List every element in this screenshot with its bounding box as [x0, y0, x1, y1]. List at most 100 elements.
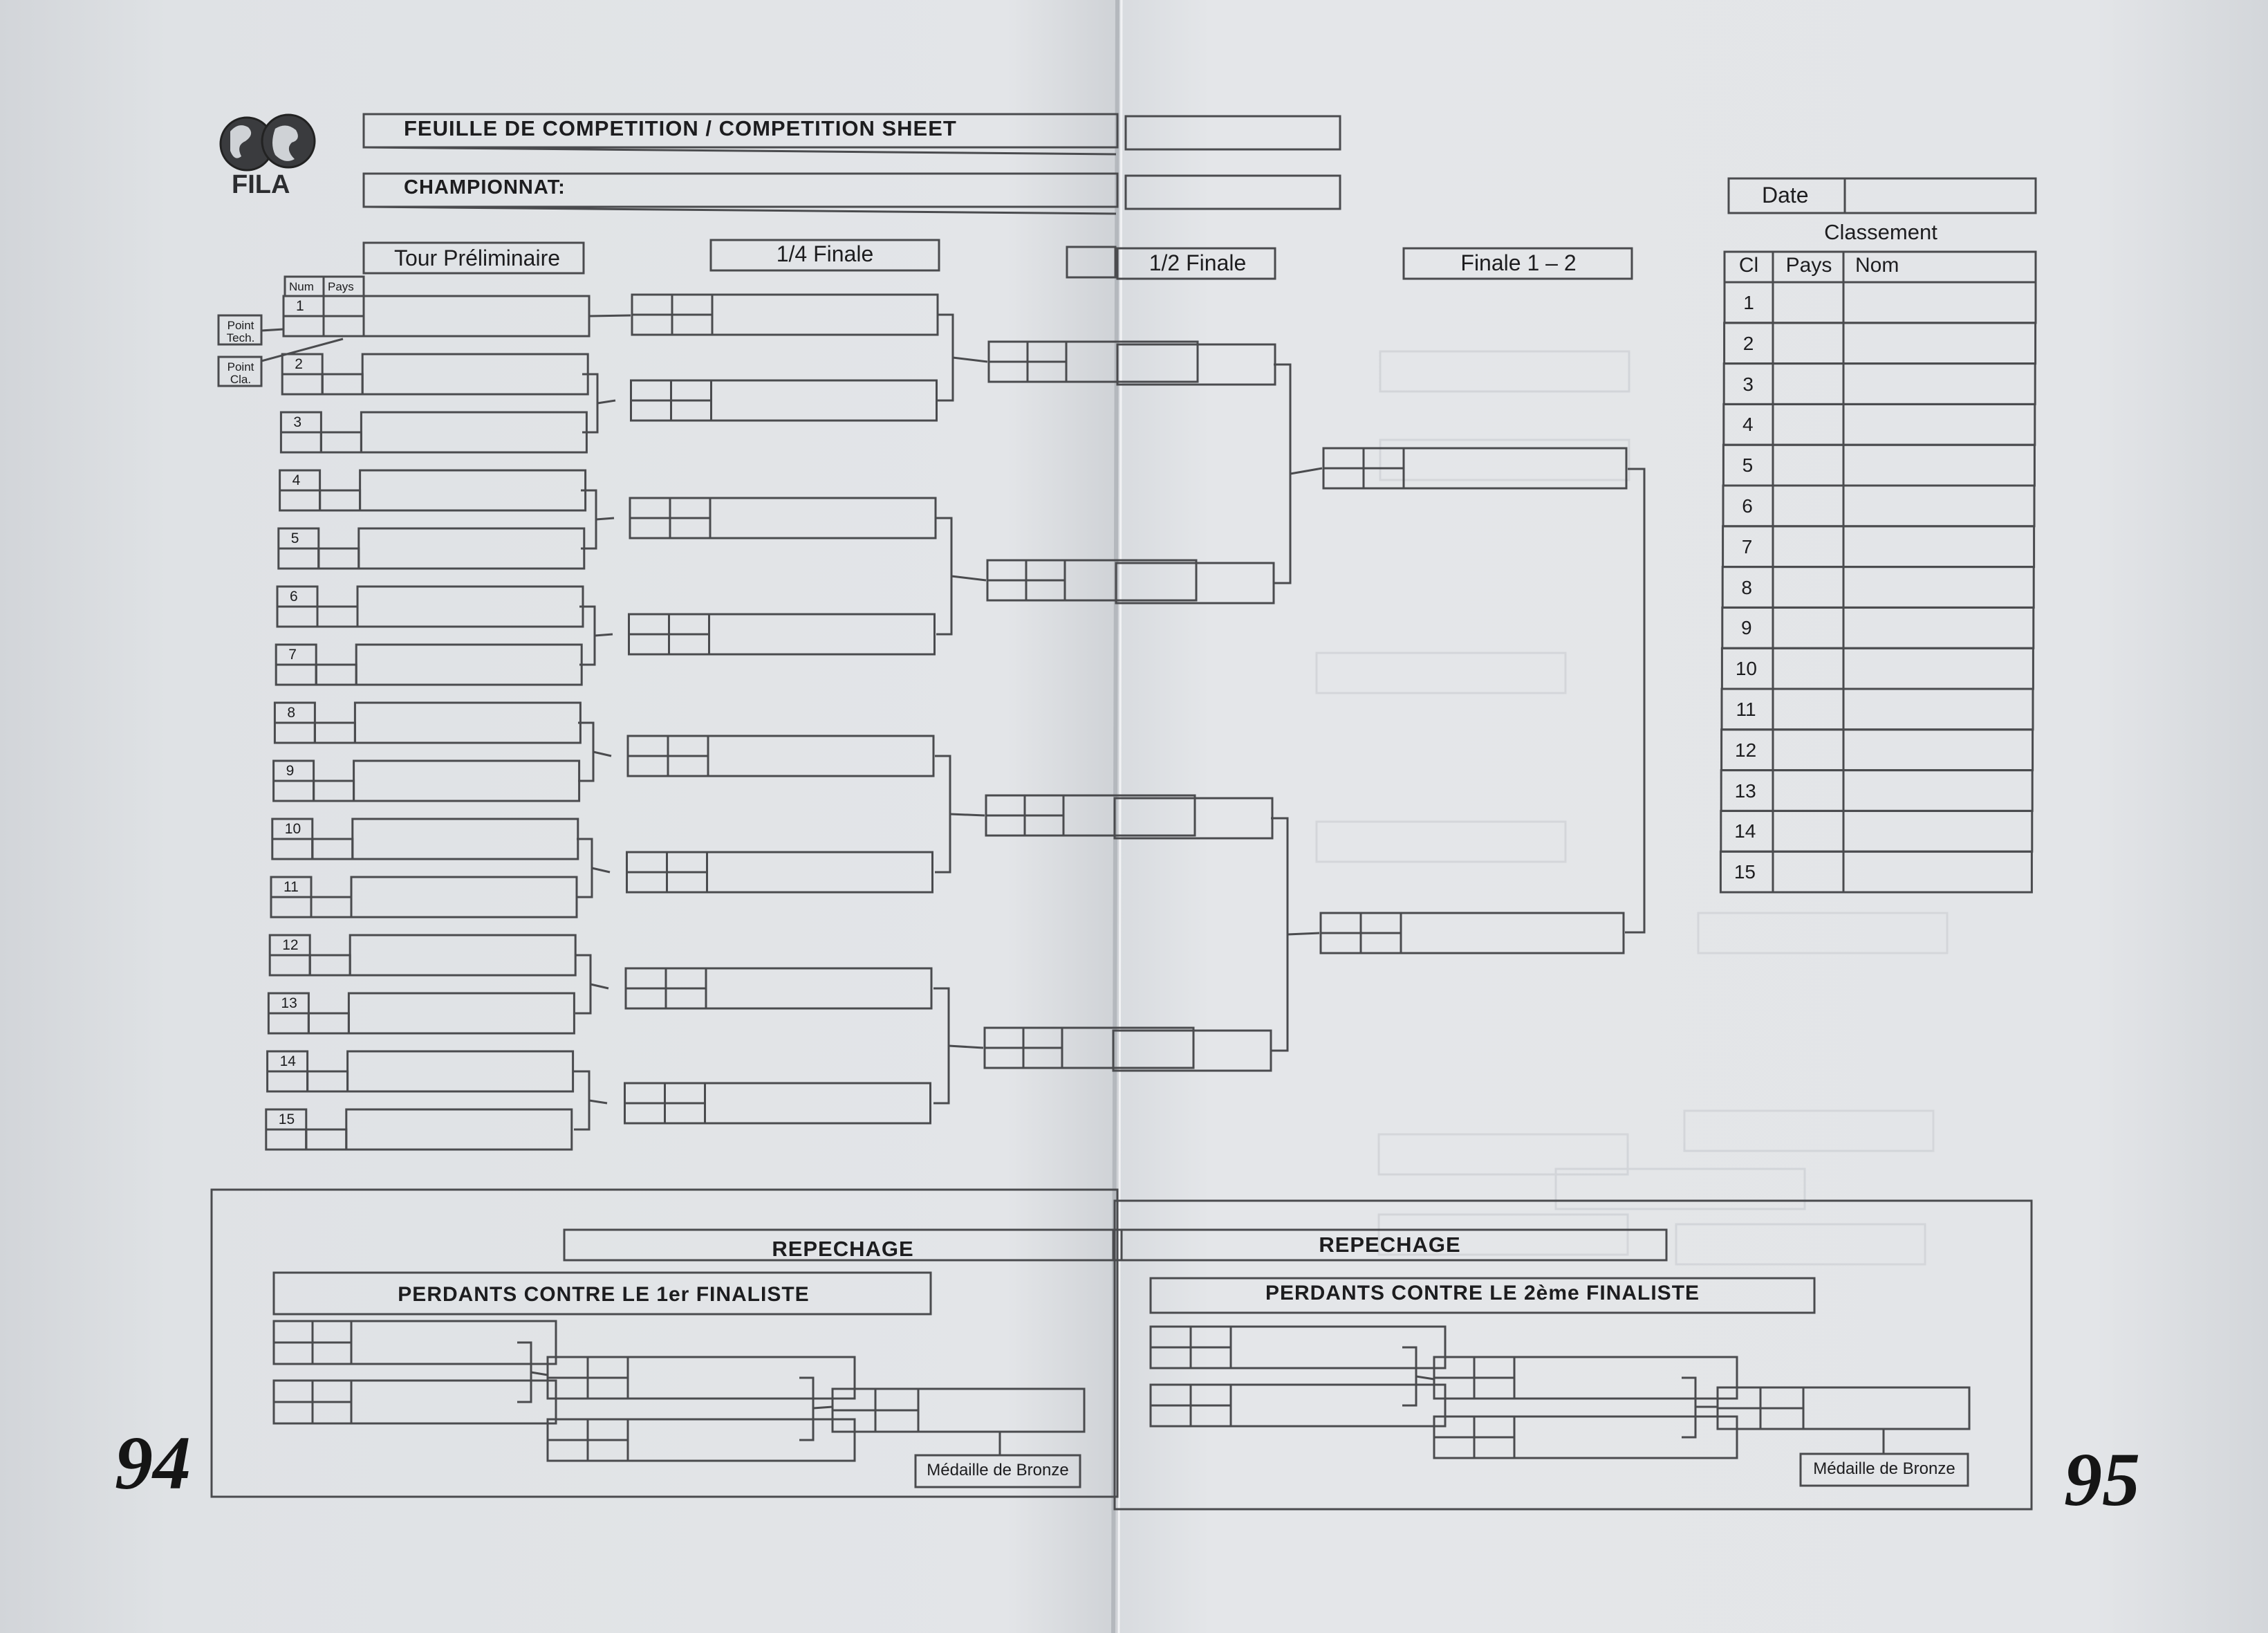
repechage-frame-left: [210, 1188, 1119, 1498]
rep-right-join-1: [1415, 1375, 1435, 1381]
sheet-title: FEUILLE DE COMPETITION / COMPETITION SHE…: [404, 116, 957, 140]
semi-to-final-1: [1287, 932, 1320, 936]
rep-right-3-box: [1513, 1356, 1738, 1400]
ghost-box-6: [1675, 1223, 1926, 1266]
prelim-seed-number: 2: [295, 356, 303, 372]
ranking-rank-number: 10: [1735, 658, 1757, 680]
championship-bar-right: [1124, 174, 1341, 210]
ghost-box-7: [1683, 1109, 1935, 1152]
prelim-seed-number: 13: [281, 995, 297, 1011]
repechage-frame-right: [1113, 1199, 2033, 1511]
ranking-rank-number: 5: [1742, 454, 1754, 477]
round-box-semi: [1116, 247, 1276, 280]
rep-left-1-box: [350, 1320, 557, 1365]
rep-left-connector-2: [799, 1376, 815, 1441]
point-cla-arrow: [261, 338, 344, 362]
round-label-final: Finale 1 – 2: [1460, 250, 1577, 275]
championship-bar-bottom: [363, 205, 1117, 215]
prelim-to-quarter-5: [590, 983, 609, 990]
prelim-to-quarter-2: [594, 633, 613, 637]
prelim-to-quarter-4: [591, 867, 611, 874]
title-bar-right: [1124, 115, 1341, 151]
page-number-left: 94: [115, 1421, 191, 1505]
rep-right-5-box: [1802, 1386, 1971, 1430]
rep-left-3-box: [626, 1356, 856, 1400]
semi-slot-1-box: [1065, 340, 1199, 383]
ranking-rank-number: 12: [1735, 739, 1757, 761]
semi-to-final-0: [1290, 467, 1323, 475]
bronze-medal-label-right: Médaille de Bronze: [1813, 1459, 1955, 1478]
quarter-to-semi-1: [951, 575, 987, 582]
prelim-seed-13-box: [347, 992, 575, 1035]
rep-left-5-box: [917, 1387, 1086, 1433]
prelim-seed-number: 3: [293, 414, 302, 430]
prelim-seed-number: 4: [292, 472, 301, 488]
repechage-subtitle-box-left: [272, 1271, 932, 1316]
repechage-subtitle-left: PERDANTS CONTRE LE 1er FINALISTE: [398, 1283, 810, 1306]
bracket-lines: [210, 113, 2037, 1511]
quarter-slot-4-box: [708, 613, 936, 656]
point-cla-label-1: Point: [227, 360, 254, 373]
ghost-box-1: [1379, 439, 1630, 481]
point-tech-arrow: [261, 328, 284, 332]
rep-left-4-box: [626, 1418, 856, 1462]
ranking-header-name: Nom: [1855, 254, 1899, 277]
ranking-rank-number: 2: [1742, 332, 1754, 354]
prelim-seed-number: 12: [282, 937, 299, 953]
semi-slot-4-box: [1061, 1026, 1195, 1069]
ghost-box-9: [1697, 912, 1949, 954]
prelim-seed-number: 10: [284, 821, 301, 837]
prelim-seed-number: 9: [286, 763, 295, 779]
prelim-to-quarter-0: [597, 399, 616, 405]
title-bar-bottom: [363, 146, 1117, 156]
ghost-box-3: [1315, 820, 1567, 863]
rep-right-4-box: [1513, 1415, 1738, 1459]
repechage-title-box-right: [1112, 1228, 1668, 1262]
ranking-rank-number: 9: [1741, 617, 1752, 639]
prelim-seed-number: 8: [287, 705, 296, 721]
ranking-rank-number: 13: [1734, 779, 1756, 802]
rep-left-join-1: [530, 1371, 548, 1376]
semi-slot-2-box: [1063, 559, 1198, 602]
prelim-to-quarter-6: [588, 1099, 608, 1105]
show-through-ghost: [1315, 350, 1949, 1266]
repechage-subtitle-right: PERDANTS CONTRE LE 2ème FINALISTE: [1265, 1282, 1700, 1304]
seed-header-country: Pays: [328, 280, 354, 293]
page-number-right: 95: [2064, 1437, 2140, 1522]
prelim-seed-15-box: [345, 1108, 573, 1151]
final-slot-2-box: [1400, 912, 1625, 954]
quarter-slot-5-box: [707, 735, 935, 777]
repechage-title-right: REPECHAGE: [1319, 1233, 1461, 1257]
ranking-row-15: [1719, 850, 2033, 894]
prelim-seed-number: 15: [278, 1111, 295, 1127]
ranking-header-country: Pays: [1785, 254, 1832, 277]
repechage-title-box-left: [563, 1228, 1123, 1262]
right-page: [1119, 0, 2268, 1633]
semi-slot-3-box: [1062, 794, 1196, 837]
quarter-slot-6-box: [706, 851, 933, 894]
prelim-seed-number: 7: [288, 647, 297, 663]
ranking-rank-number: 7: [1741, 535, 1753, 557]
championship-bar: [362, 172, 1119, 208]
point-cla-box: [217, 356, 263, 387]
round-label-preliminary: Tour Préliminaire: [393, 246, 561, 270]
rep-left-2-box: [350, 1379, 557, 1425]
ghost-box-4: [1377, 1133, 1629, 1176]
repechage-subtitle-box-right: [1149, 1277, 1816, 1314]
rep-left-join-2: [812, 1405, 833, 1410]
date-box: [1727, 177, 2037, 214]
rep-right-1-box: [1229, 1325, 1447, 1369]
fila-logo-icon: [219, 113, 316, 172]
ghost-box-8: [1554, 1168, 1806, 1210]
round-box-quarter: [709, 239, 940, 272]
point-tech-label-2: Tech.: [226, 331, 255, 344]
point-cla-label-2: Cla.: [230, 373, 252, 386]
prelim-to-quarter-1: [595, 517, 615, 521]
title-bar: [362, 113, 1119, 149]
round-label-semi: 1/2 Finale: [1149, 250, 1247, 275]
ranking-rank-number: 4: [1742, 414, 1754, 436]
seed-header-num: Num: [289, 280, 314, 293]
prelim-seed-number: 14: [279, 1053, 296, 1069]
